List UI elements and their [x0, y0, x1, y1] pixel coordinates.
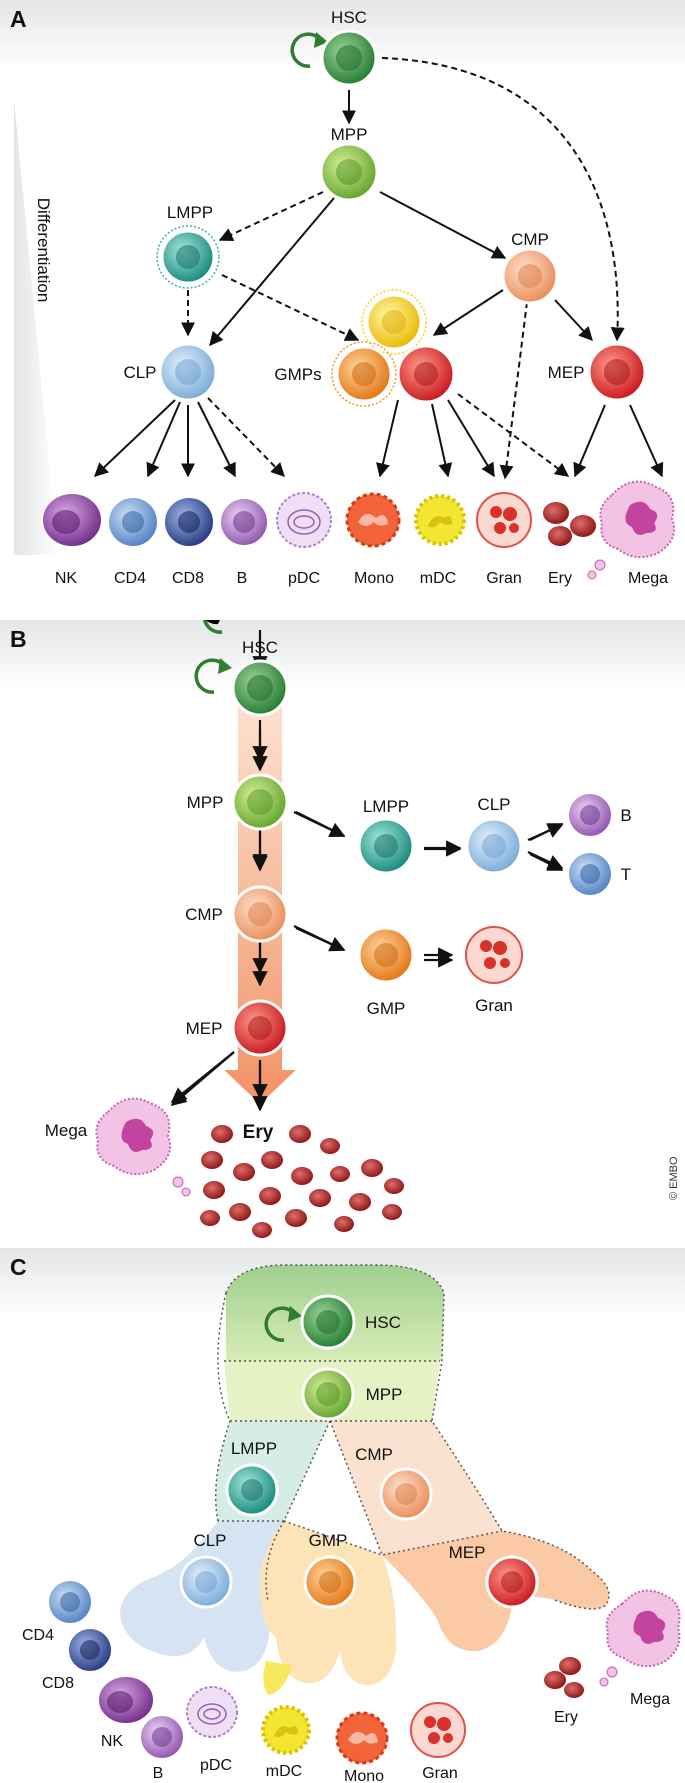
b-node-mep: MEP [186, 999, 289, 1057]
panel-a: A Differentiation [0, 0, 685, 600]
node-clp: CLP [123, 342, 218, 402]
copyright: © EMBO [668, 1156, 680, 1200]
cell-mdc: mDC [414, 494, 466, 587]
cell-nk: NK [41, 492, 103, 587]
panel-b-header-band [0, 620, 685, 690]
b-node-mpp: MPP [187, 773, 289, 831]
b-mep-label: MEP [186, 1019, 223, 1038]
b-label: B [237, 570, 248, 587]
cell-ery: Ery [543, 502, 596, 587]
b-node-hsc: HSC [231, 638, 289, 717]
differentiation-label: Differentiation [34, 198, 53, 303]
cell-pdc: pDC [276, 492, 332, 587]
mono-label: Mono [354, 570, 394, 587]
mdc-label: mDC [420, 570, 456, 587]
b-ery-label: Ery [243, 1122, 274, 1143]
cell-cd8: CD8 [163, 496, 215, 587]
mega-label: Mega [628, 570, 668, 587]
b-cell-b: B [567, 792, 632, 838]
panel-b-figure: HSC MPP CMP MEP LMPP CLP GMP B T [45, 638, 632, 1238]
b-cell-mega: Mega [45, 1097, 191, 1197]
panel-b-letter: B [10, 626, 27, 652]
b-t-label: T [621, 865, 631, 884]
b-self-renewal-arrow-icon [194, 658, 228, 694]
b-cell-gran: Gran [465, 926, 523, 1015]
b-lmpp-label: LMPP [363, 797, 409, 816]
panel-c-header-band [0, 1248, 685, 1318]
hsc-label: HSC [331, 8, 367, 27]
node-gmps: GMPs [274, 289, 456, 407]
b-node-cmp: CMP [185, 885, 289, 943]
mpp-label: MPP [331, 125, 368, 144]
b-node-clp: CLP [465, 795, 523, 875]
lmpp-label: LMPP [167, 203, 213, 222]
b-node-lmpp: LMPP [357, 797, 415, 875]
panel-c: C [0, 1248, 685, 1783]
panel-a-diagram: Differentiation [14, 8, 676, 587]
panel-a-letter: A [10, 6, 27, 32]
cd8-label: CD8 [172, 570, 204, 587]
ery-label: Ery [548, 570, 572, 587]
self-renewal-arrow-icon [202, 620, 223, 634]
self-renewal-arrowhead-icon [314, 32, 328, 48]
pdc-label: pDC [288, 570, 320, 587]
nk-label: NK [55, 570, 78, 587]
panel-b-nodes [205, 620, 220, 625]
gmps-label: GMPs [274, 365, 321, 384]
node-lmpp: LMPP [156, 203, 220, 289]
node-hsc: HSC [320, 8, 378, 87]
panel-c-letter: C [10, 1254, 27, 1280]
b-hsc-label: HSC [242, 638, 278, 657]
b-cell-ery: Ery [200, 1122, 404, 1238]
node-mep: MEP [548, 342, 647, 402]
clp-label: CLP [123, 363, 156, 382]
node-cmp: CMP [501, 230, 559, 305]
self-renewal-arrow-icon [290, 32, 324, 68]
cell-mono: Mono [345, 492, 401, 587]
b-gmp-label: GMP [367, 999, 406, 1018]
cell-b: B [219, 497, 269, 587]
b-self-renewal-arrowhead-icon [218, 658, 232, 674]
b-mega-label: Mega [45, 1121, 88, 1140]
b-cell-t: T [567, 851, 631, 897]
cd4-label: CD4 [114, 570, 146, 587]
gran-label: Gran [486, 570, 522, 587]
cell-cd4: CD4 [107, 496, 159, 587]
b-node-gmp: GMP [357, 926, 415, 1018]
b-b-label: B [620, 806, 631, 825]
cmp-label: CMP [511, 230, 549, 249]
b-mpp-label: MPP [187, 793, 224, 812]
mep-label: MEP [548, 363, 585, 382]
b-gran-label: Gran [475, 996, 513, 1015]
cell-mega: Mega [587, 480, 676, 587]
cell-gran: Gran [476, 492, 532, 587]
node-mpp: MPP [319, 125, 379, 202]
differentiation-wedge [14, 100, 58, 555]
b-clp-label: CLP [477, 795, 510, 814]
b-cmp-label: CMP [185, 905, 223, 924]
